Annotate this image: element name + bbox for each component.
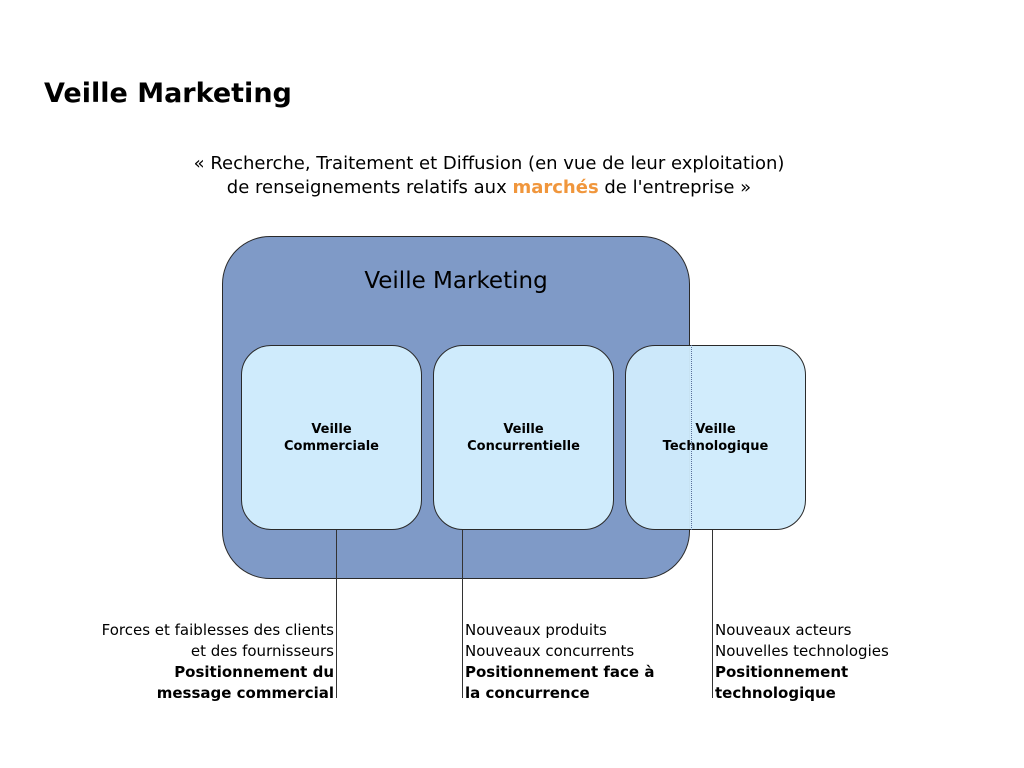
- description-bold-line: Positionnement du: [174, 663, 334, 681]
- description-line: Nouveaux concurrents: [465, 642, 635, 660]
- veille-commerciale-box: Veille Commerciale: [241, 345, 422, 530]
- description-line: et des fournisseurs: [190, 642, 334, 660]
- description-bold-line: la concurrence: [465, 684, 590, 702]
- description-bold-line: Positionnement face à: [465, 663, 655, 681]
- description-concurrentielle: Nouveaux produits Nouveaux concurrents P…: [465, 620, 654, 704]
- slide-title: Veille Marketing: [44, 78, 292, 109]
- connector-concurrentielle: [462, 530, 463, 698]
- quote-line-2-after: de l'entreprise »: [598, 177, 752, 198]
- connector-commerciale: [336, 530, 337, 698]
- veille-concurrentielle-line-2: Concurrentielle: [467, 438, 580, 454]
- description-line: Forces et faiblesses des clients: [101, 621, 334, 639]
- veille-commerciale-line-1: Veille: [311, 421, 352, 437]
- veille-marketing-box-label: Veille Marketing: [364, 268, 548, 294]
- veille-technologique-line-1: Veille: [695, 421, 736, 437]
- description-commerciale: Forces et faiblesses des clients et des …: [102, 620, 334, 704]
- quote-line-2: de renseignements relatifs aux marchés d…: [0, 176, 978, 200]
- veille-commerciale-line-2: Commerciale: [284, 438, 379, 454]
- description-bold-line: Positionnement: [715, 663, 849, 681]
- veille-technologique-box: Veille Technologique: [625, 345, 806, 530]
- description-line: Nouveaux produits: [465, 621, 607, 639]
- definition-quote: « Recherche, Traitement et Diffusion (en…: [0, 152, 978, 200]
- description-line: Nouveaux acteurs: [715, 621, 852, 639]
- veille-technologique-line-2: Technologique: [662, 438, 769, 454]
- description-bold-line: technologique: [715, 684, 836, 702]
- description-technologique: Nouveaux acteurs Nouvelles technologies …: [715, 620, 889, 704]
- quote-line-2-before: de renseignements relatifs aux: [226, 177, 513, 198]
- connector-technologique: [712, 530, 713, 698]
- description-line: Nouvelles technologies: [715, 642, 889, 660]
- quote-highlight: marchés: [512, 177, 599, 198]
- overlap-boundary-line: [691, 345, 692, 530]
- veille-concurrentielle-line-1: Veille: [503, 421, 544, 437]
- veille-concurrentielle-box: Veille Concurrentielle: [433, 345, 614, 530]
- quote-line-1: « Recherche, Traitement et Diffusion (en…: [193, 153, 785, 174]
- description-bold-line: message commercial: [156, 684, 334, 702]
